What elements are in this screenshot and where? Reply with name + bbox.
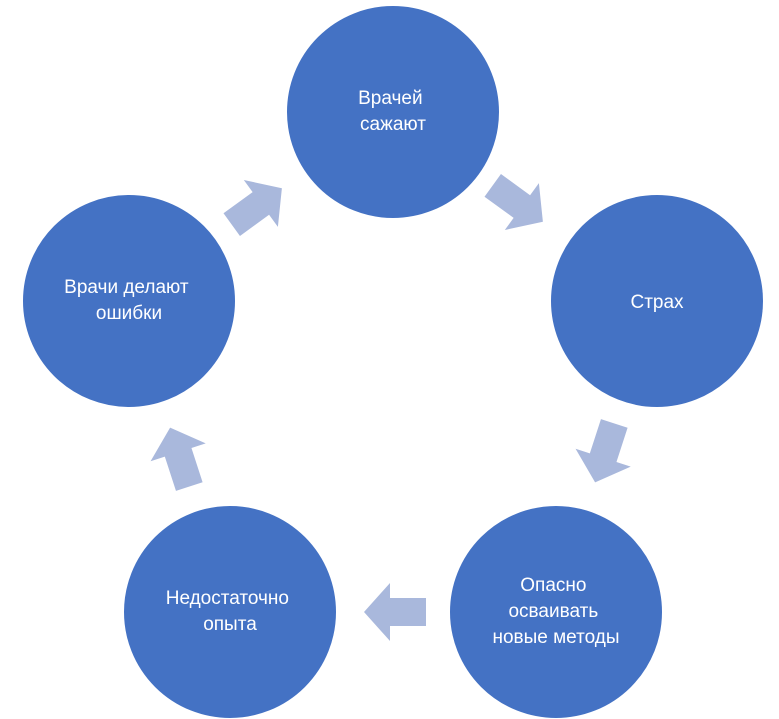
node-label: Страх — [630, 292, 684, 313]
node-insufficient-experience: Недостаточно опыта — [122, 504, 338, 719]
node-circle — [285, 4, 501, 220]
arrow-jailed-to-fear — [484, 174, 543, 230]
node-circle — [122, 504, 338, 719]
arrow-insufficient-to-mistakes — [150, 427, 206, 491]
node-dangerous-new-methods: Опасно осваивать новые методы — [448, 504, 664, 719]
node-label-line: опыта — [203, 614, 257, 635]
arrow-fear-to-dangerous — [575, 419, 631, 483]
node-label-line: Врачей — [358, 88, 422, 109]
node-label-line: осваивать — [508, 601, 598, 622]
node-circle — [448, 504, 664, 719]
node-label-line: Страх — [630, 292, 684, 313]
node-doctors-make-mistakes: Врачи делают ошибки — [21, 193, 237, 409]
node-label-line: Врачи делают — [64, 277, 189, 298]
node-label-line: сажают — [360, 114, 426, 135]
arrow-mistakes-to-jailed — [223, 180, 282, 236]
node-label-line: ошибки — [96, 303, 162, 324]
node-label-line: Недостаточно — [166, 588, 289, 609]
node-label: Врачи делают ошибки — [64, 277, 194, 324]
node-circle — [21, 193, 237, 409]
node-label: Опасно осваивать новые методы — [492, 575, 619, 648]
cycle-arrows — [150, 174, 631, 641]
node-label-line: новые методы — [492, 627, 619, 648]
node-label-line: Опасно — [520, 575, 586, 596]
arrow-dangerous-to-insufficient — [364, 583, 426, 641]
node-doctors-jailed: Врачей сажают — [285, 4, 501, 220]
node-fear: Страх — [549, 193, 765, 409]
node-label: Врачей сажают — [358, 88, 428, 135]
node-circle — [549, 193, 765, 409]
node-label: Недостаточно опыта — [166, 588, 295, 635]
